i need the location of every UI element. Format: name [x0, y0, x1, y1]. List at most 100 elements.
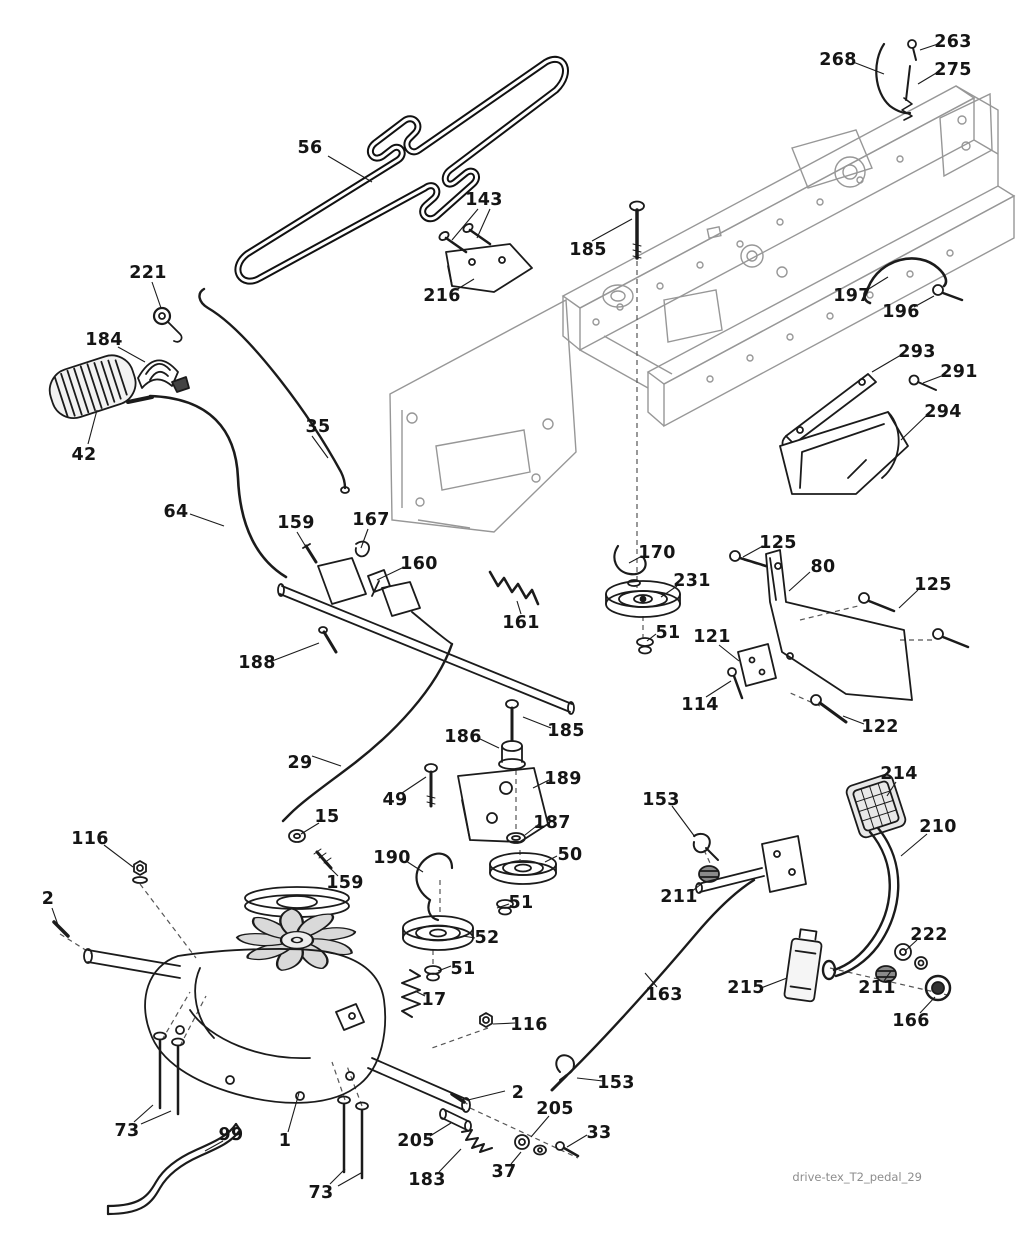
part-label-268: 268: [819, 50, 857, 70]
part-label-33: 33: [586, 1123, 612, 1143]
nut-51-a: [636, 637, 654, 655]
part-label-51: 51: [450, 959, 476, 979]
part-label-293: 293: [898, 342, 936, 362]
part-label-214: 214: [880, 764, 918, 784]
cross-shaft: [277, 557, 575, 715]
part-label-205: 205: [397, 1131, 435, 1151]
nut-51-c: [424, 965, 442, 982]
part-label-263: 263: [934, 32, 972, 52]
eyelet-221: [152, 306, 183, 343]
bracket-216: [445, 243, 533, 293]
bolt-33: [555, 1141, 580, 1158]
cap-184: [137, 359, 190, 393]
bolt-185-top: [629, 200, 645, 260]
part-label-187: 187: [533, 813, 571, 833]
part-label-1: 1: [278, 1131, 292, 1151]
bracket-80: [765, 549, 913, 701]
part-label-51: 51: [508, 893, 534, 913]
part-label-143: 143: [465, 190, 503, 210]
part-label-64: 64: [163, 502, 189, 522]
part-label-125: 125: [914, 575, 952, 595]
guard-294: [779, 411, 909, 495]
pin-122: [810, 694, 848, 724]
part-label-211: 211: [660, 887, 698, 907]
washer-205-b: [514, 1134, 530, 1150]
part-label-2: 2: [41, 889, 55, 909]
part-label-80: 80: [810, 557, 836, 577]
bolt-125-a: [729, 550, 768, 568]
bolt-196: [932, 284, 964, 302]
rod-163: [558, 878, 756, 1084]
part-label-186: 186: [444, 727, 482, 747]
clip-153-upper: [692, 832, 719, 861]
bolt-114: [727, 667, 744, 700]
drawing-reference: drive-tex_T2_pedal_29: [792, 1170, 922, 1184]
washer-37: [533, 1144, 547, 1156]
part-label-210: 210: [919, 817, 957, 837]
rod-29: [281, 642, 454, 823]
part-label-50: 50: [557, 845, 583, 865]
part-label-215: 215: [727, 978, 765, 998]
part-label-116: 116: [71, 829, 109, 849]
part-label-153: 153: [642, 790, 680, 810]
part-label-153: 153: [597, 1073, 635, 1093]
bolt-263: [907, 39, 917, 61]
wire-268: [875, 42, 912, 115]
spring-161: [488, 570, 540, 606]
part-label-73: 73: [308, 1183, 334, 1203]
part-label-2: 2: [511, 1083, 525, 1103]
washer-187: [506, 832, 526, 844]
pipe-99: [106, 1122, 242, 1216]
part-label-122: 122: [861, 717, 899, 737]
pedal-arm-210: [821, 826, 900, 981]
bolts-73-right: [337, 1095, 369, 1180]
spring-183: [461, 1129, 493, 1153]
rod-275: [901, 65, 913, 121]
bushing-186: [498, 740, 526, 770]
part-label-221: 221: [129, 263, 167, 283]
pin-2-left: [52, 920, 70, 938]
bolt-125-b: [858, 592, 896, 613]
pin-2-right: [450, 1092, 466, 1104]
part-label-211: 211: [858, 978, 896, 998]
screw-159-lower: [313, 848, 333, 870]
rod-64: [148, 394, 288, 579]
part-label-222: 222: [910, 925, 948, 945]
spring-17: [401, 969, 421, 1018]
nut-116-left: [132, 860, 148, 884]
part-label-196: 196: [882, 302, 920, 322]
part-label-51: 51: [655, 623, 681, 643]
part-label-99: 99: [218, 1125, 244, 1145]
part-label-190: 190: [373, 848, 411, 868]
part-label-37: 37: [491, 1162, 517, 1182]
belt-56: [234, 55, 569, 285]
part-label-159: 159: [277, 513, 315, 533]
part-label-291: 291: [940, 362, 978, 382]
cover-215: [783, 928, 823, 1003]
rod-35: [198, 287, 347, 490]
part-label-197: 197: [833, 286, 871, 306]
clip-167: [354, 540, 370, 558]
part-label-231: 231: [673, 571, 711, 591]
bracket-121: [737, 643, 794, 687]
part-label-42: 42: [71, 445, 97, 465]
part-label-188: 188: [238, 653, 276, 673]
nut-51-b: [496, 899, 514, 916]
screw-159-upper: [302, 543, 318, 564]
part-label-159: 159: [326, 873, 364, 893]
part-label-116: 116: [510, 1015, 548, 1035]
chassis-frame: [389, 85, 1016, 533]
part-label-29: 29: [287, 753, 313, 773]
pulley-50: [489, 852, 557, 885]
ring-166: [924, 974, 952, 1002]
part-label-35: 35: [305, 417, 331, 437]
part-label-184: 184: [85, 330, 123, 350]
part-label-170: 170: [638, 543, 676, 563]
bushing-211-right: [875, 965, 897, 983]
part-label-189: 189: [544, 769, 582, 789]
transaxle: [83, 886, 471, 1113]
bolts-73-left: [153, 1031, 185, 1116]
part-label-275: 275: [934, 60, 972, 80]
